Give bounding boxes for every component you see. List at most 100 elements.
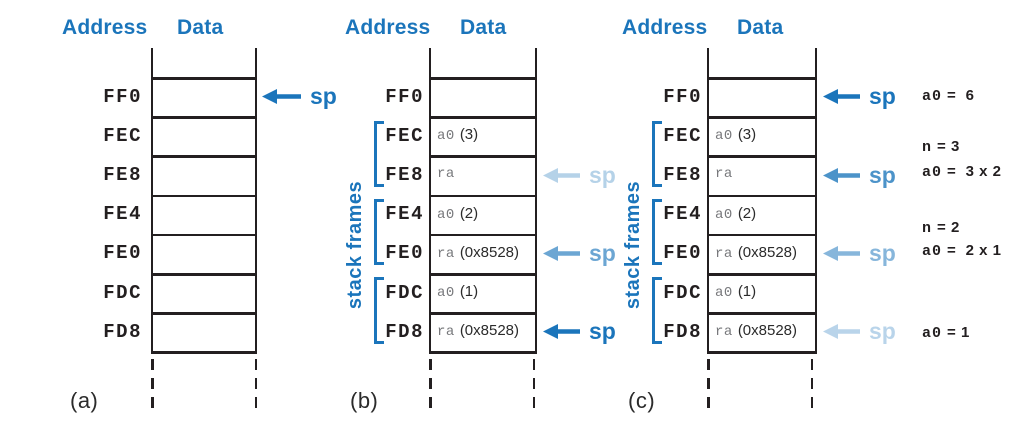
annotation-value: = 2 [937, 219, 960, 236]
table-row-divider [709, 155, 815, 158]
stack-frame-bracket [374, 121, 384, 187]
table-row-divider [153, 273, 255, 276]
register-name: a0 [437, 128, 455, 145]
stack-frames-label: stack frames [622, 180, 644, 310]
register-name: a0 [437, 206, 455, 223]
register-name: a0 [715, 285, 733, 302]
dashed-continuation-line [254, 359, 257, 410]
table-row-divider [153, 194, 255, 198]
stack-frames-label: stack frames [344, 180, 366, 310]
dashed-continuation-line [810, 359, 813, 410]
panel-caption: (a) [70, 388, 99, 413]
left-arrow-icon [543, 245, 580, 261]
memory-cell-value: a0 (3) [715, 126, 756, 145]
annotation-register: n [922, 220, 933, 237]
address-label: FD8 [103, 320, 142, 343]
address-label: FE0 [663, 242, 702, 265]
address-label: FE4 [103, 203, 142, 226]
sp-register-label: sp [589, 161, 616, 188]
memory-table-frame [707, 48, 817, 354]
data-column-header: Data [177, 16, 224, 39]
register-name: ra [437, 245, 455, 262]
table-row-divider [709, 77, 815, 80]
register-name: ra [715, 245, 733, 262]
memory-cell-value: a0 (1) [715, 283, 756, 302]
sp-pointer-fe0-faded: sp [543, 241, 616, 265]
table-row-divider [709, 194, 815, 198]
annotation-a0-1: a0 = 1 [922, 324, 970, 344]
address-label: FE8 [103, 164, 142, 186]
table-row-divider [431, 351, 535, 354]
address-label: FD8 [663, 320, 702, 343]
annotation-register: a0 [922, 325, 943, 342]
sp-register-label: sp [869, 161, 896, 188]
dashed-continuation-line [429, 359, 432, 410]
table-row-divider [431, 77, 535, 80]
annotation-n-3: n = 3 [922, 138, 960, 158]
table-row-divider [709, 351, 815, 354]
left-arrow-icon [823, 324, 860, 340]
memory-cell-value: a0 (3) [437, 126, 478, 145]
annotation-register: a0 [922, 243, 943, 260]
register-name: a0 [437, 285, 455, 302]
address-column-header: Address [622, 16, 708, 39]
left-arrow-icon [823, 167, 860, 183]
memory-cell-value: ra (0x8528) [437, 244, 519, 263]
address-label: FDC [663, 281, 702, 304]
register-name: a0 [715, 206, 733, 223]
table-row-divider [431, 312, 535, 315]
sp-pointer-fe8-faded: sp [543, 163, 616, 187]
sp-pointer-fe8-faded: sp [823, 163, 896, 187]
annotation-value: = 6 [947, 87, 975, 104]
sp-register-label: sp [310, 83, 337, 110]
annotation-value: = 2 x 1 [947, 242, 1002, 259]
annotation-a0-6: a0 = 6 [922, 87, 974, 107]
annotation-value: = 3 [937, 138, 960, 155]
table-row-divider [153, 116, 255, 119]
address-label: FF0 [103, 85, 142, 108]
data-column-header: Data [737, 16, 784, 39]
annotation-register: a0 [922, 164, 943, 181]
memory-table-frame [151, 48, 257, 354]
register-name: ra [437, 165, 455, 182]
dashed-continuation-line [707, 359, 710, 410]
memory-cell-value: a0 (1) [437, 283, 478, 302]
table-row-divider [709, 116, 815, 119]
annotation-value: = 1 [947, 324, 970, 341]
table-row-divider [153, 351, 255, 354]
sp-register-label: sp [869, 239, 896, 266]
sp-register-label: sp [589, 239, 616, 266]
memory-table-frame [429, 48, 537, 354]
memory-cell-value: ra [437, 166, 460, 185]
memory-cell-value: ra (0x8528) [437, 322, 519, 341]
address-label: FEC [103, 124, 142, 147]
memory-cell-value: ra (0x8528) [715, 244, 797, 263]
annotation-a0-3x2: a0 = 3 x 2 [922, 163, 1001, 183]
table-row-divider [153, 312, 255, 315]
sp-register-label: sp [869, 318, 896, 345]
sp-register-label: sp [589, 318, 616, 345]
memory-cell-value: a0 (2) [437, 205, 478, 224]
annotation-value: = 3 x 2 [947, 163, 1002, 180]
stack-frame-bracket [374, 277, 384, 344]
memory-cell-value: ra (0x8528) [715, 322, 797, 341]
table-row-divider [431, 194, 535, 198]
address-label: FE4 [385, 203, 424, 226]
table-row-divider [431, 233, 535, 237]
register-name: ra [437, 324, 455, 341]
memory-cell-value: ra [715, 166, 738, 185]
address-column-header: Address [345, 16, 431, 39]
address-label: FE4 [663, 203, 702, 226]
sp-pointer-fd8: sp [543, 320, 616, 344]
annotation-n-2: n = 2 [922, 219, 960, 239]
table-row-divider [153, 77, 255, 80]
address-label: FEC [385, 124, 424, 147]
left-arrow-icon [262, 89, 301, 105]
panel-caption: (b) [350, 388, 379, 413]
address-label: FE8 [385, 164, 424, 186]
table-row-divider [709, 312, 815, 315]
memory-cell-value: a0 (2) [715, 205, 756, 224]
address-label: FDC [385, 281, 424, 304]
left-arrow-icon [543, 324, 580, 340]
